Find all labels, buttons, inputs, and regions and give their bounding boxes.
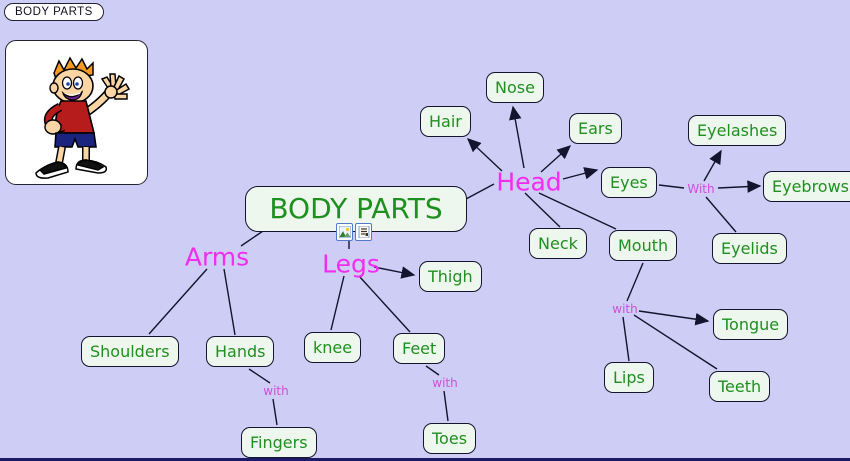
resource-links xyxy=(336,223,372,241)
image-resource-icon[interactable] xyxy=(336,223,353,241)
concept-eyelashes[interactable]: Eyelashes xyxy=(688,115,787,147)
concept-feet[interactable]: Feet xyxy=(393,333,446,365)
concept-mouth[interactable]: Mouth xyxy=(609,230,678,262)
concept-shoulders[interactable]: Shoulders xyxy=(81,336,179,368)
cartoon-boy-waving-illustration xyxy=(35,56,131,179)
linking-word-feet-with[interactable]: with xyxy=(432,376,458,390)
concept-nose[interactable]: Nose xyxy=(486,72,544,104)
concept-teeth[interactable]: Teeth xyxy=(709,371,771,403)
concept-ears[interactable]: Ears xyxy=(569,113,622,145)
concept-fingers[interactable]: Fingers xyxy=(241,427,317,458)
cartoon-image xyxy=(5,40,148,185)
concept-eyebrows[interactable]: Eyebrows xyxy=(763,171,850,203)
concept-eyelids[interactable]: Eyelids xyxy=(712,233,787,265)
linking-word-eyes-with[interactable]: With xyxy=(687,182,715,196)
concept-neck[interactable]: Neck xyxy=(529,228,587,260)
linking-word-hands-with[interactable]: with xyxy=(263,384,289,398)
concept-eyes[interactable]: Eyes xyxy=(601,167,657,199)
concept-toes[interactable]: Toes xyxy=(423,423,477,455)
concept-hair[interactable]: Hair xyxy=(420,106,471,138)
map-tab[interactable]: BODY PARTS xyxy=(4,3,104,21)
text-resource-icon[interactable] xyxy=(355,223,372,241)
branch-label-legs[interactable]: Legs xyxy=(322,249,380,279)
concept-tongue[interactable]: Tongue xyxy=(713,309,789,341)
branch-label-head[interactable]: Head xyxy=(496,167,562,197)
branch-label-arms[interactable]: Arms xyxy=(184,242,250,272)
concept-hands[interactable]: Hands xyxy=(206,336,275,368)
concept-thigh[interactable]: Thigh xyxy=(419,261,482,293)
linking-word-mouth-with[interactable]: with xyxy=(612,302,638,316)
concept-lips[interactable]: Lips xyxy=(604,362,654,394)
concept-knee[interactable]: knee xyxy=(304,332,362,364)
